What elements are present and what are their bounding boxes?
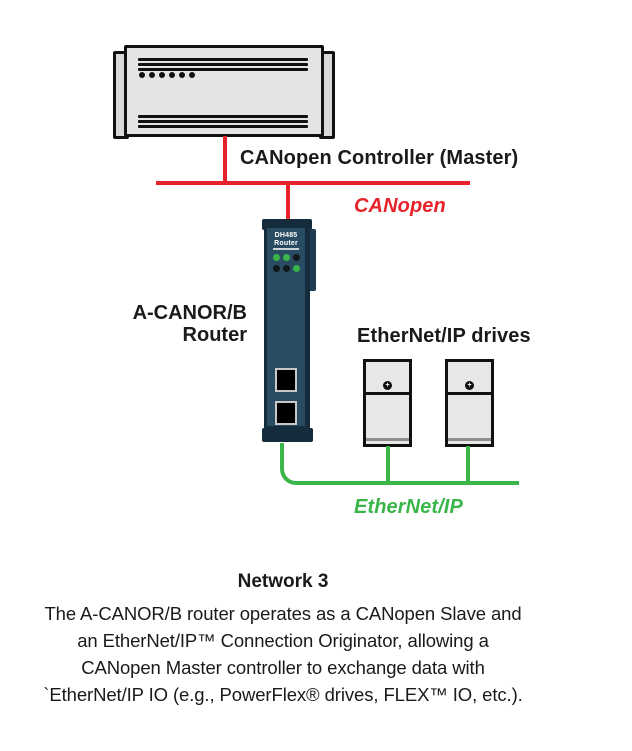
canopen-drop-line-router [286, 185, 291, 220]
canopen-drop-line-controller [222, 136, 227, 183]
drive-stripe [448, 438, 491, 441]
controller-vent [138, 58, 308, 61]
caption-line: `EtherNet/IP IO (e.g., PowerFlex® drives… [43, 684, 523, 705]
drive-divider [448, 392, 491, 395]
led-indicator [292, 265, 300, 272]
drives-label: EtherNet/IP drives [357, 325, 531, 347]
indicator-dot-icon [189, 72, 195, 78]
controller-device [124, 45, 324, 137]
controller-vent [138, 115, 308, 118]
ethernet-bus-line [280, 443, 519, 485]
ethernet-port [275, 368, 297, 392]
router-device-title-line2: Router [274, 240, 298, 247]
indicator-dot-icon [159, 72, 165, 78]
caption-title: Network 3 [237, 571, 329, 592]
router-device-title-line1: DH485 [274, 232, 298, 239]
drive-knob-icon: + [465, 381, 474, 390]
ethernet-port [275, 401, 297, 425]
canopen-bus-line [156, 181, 470, 186]
ethernet-drop-line [385, 446, 390, 481]
led-indicator [292, 254, 300, 261]
ethernet-drop-line [465, 446, 470, 481]
drive-stripe [366, 438, 409, 441]
router-label-line2: Router [182, 324, 247, 346]
router-label: A-CANOR/B Router [97, 302, 247, 346]
drive-knob-icon: + [383, 381, 392, 390]
led-indicator [282, 254, 290, 261]
led-indicator [282, 265, 290, 272]
knob-cross-icon: + [385, 382, 390, 389]
router-title-underline [273, 248, 299, 250]
controller-vent [138, 68, 308, 71]
router-led-grid [271, 254, 301, 272]
caption-line: The A-CANOR/B router operates as a CANop… [44, 603, 522, 624]
led-indicator [272, 265, 280, 272]
knob-cross-icon: + [467, 382, 472, 389]
controller-indicator-dots [139, 72, 195, 78]
indicator-dot-icon [139, 72, 145, 78]
indicator-dot-icon [149, 72, 155, 78]
drive-divider [366, 392, 409, 395]
controller-label: CANopen Controller (Master) [240, 147, 519, 169]
indicator-dot-icon [179, 72, 185, 78]
canopen-network-label: CANopen [354, 195, 446, 217]
router-side-flange [305, 229, 316, 291]
router-label-line1: A-CANOR/B [132, 302, 247, 324]
controller-vent [138, 63, 308, 66]
led-indicator [272, 254, 280, 261]
router-bottom-cap [262, 428, 313, 442]
ethernet-network-label: EtherNet/IP [354, 496, 463, 518]
drive-device: + [363, 359, 412, 447]
router-device-title: DH485 Router [267, 232, 305, 248]
router-front-panel: DH485 Router [267, 228, 305, 426]
caption-line: CANopen Master controller to exchange da… [81, 657, 485, 678]
drive-device: + [445, 359, 494, 447]
controller-vent [138, 120, 308, 123]
controller-vent [138, 125, 308, 128]
caption: Network 3 The A-CANOR/B router operates … [0, 571, 566, 708]
caption-line: an EtherNet/IP™ Connection Originator, a… [77, 630, 489, 651]
indicator-dot-icon [169, 72, 175, 78]
